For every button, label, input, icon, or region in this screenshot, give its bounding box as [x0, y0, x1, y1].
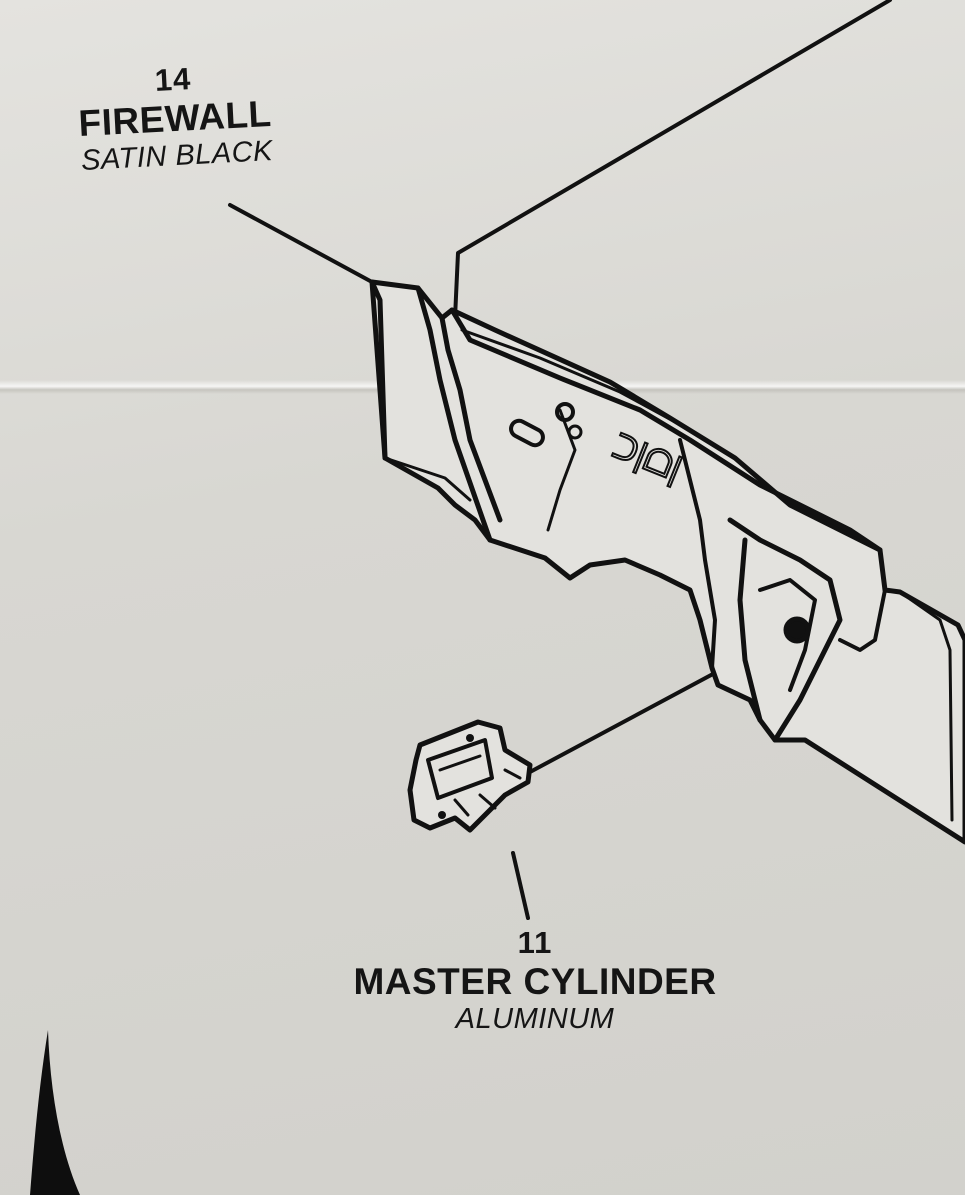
firewall-center-ridge	[546, 408, 577, 532]
firewall-leader-line	[228, 203, 374, 284]
master-cylinder-part	[407, 719, 533, 833]
page-edge-shadow	[30, 1030, 80, 1195]
firewall-rib	[439, 315, 503, 523]
part-number: 11	[517, 925, 553, 960]
firewall-top-flange-inner	[460, 328, 692, 432]
firewall-hole	[567, 424, 583, 440]
master-cylinder-mount-hole	[783, 616, 811, 644]
firewall-center-ridge	[678, 438, 717, 670]
part-name: MASTER CYLINDER	[353, 961, 717, 1002]
firewall-top-flange	[449, 307, 883, 553]
master-cylinder-label-leader	[511, 851, 530, 920]
firewall-callout: 14 FIREWALL SATIN BLACK	[37, 55, 312, 180]
part-finish: ALUMINUM	[455, 1003, 615, 1035]
firewall-right-bracket	[758, 578, 817, 692]
firewall-rib	[415, 285, 493, 543]
firewall-right-panel	[838, 588, 887, 652]
firewall-hole	[555, 402, 575, 422]
top-leader-line	[453, 0, 892, 320]
firewall-left-panel	[369, 279, 388, 461]
firewall-right-panel	[898, 590, 954, 822]
firewall-bottom-edge	[383, 456, 472, 502]
firewall-right-bracket	[727, 517, 843, 743]
master-cylinder-callout: 11 MASTER CYLINDER ALUMINUM	[300, 925, 770, 1036]
firewall-right-bracket	[737, 537, 763, 723]
firewall-slot	[509, 418, 545, 448]
